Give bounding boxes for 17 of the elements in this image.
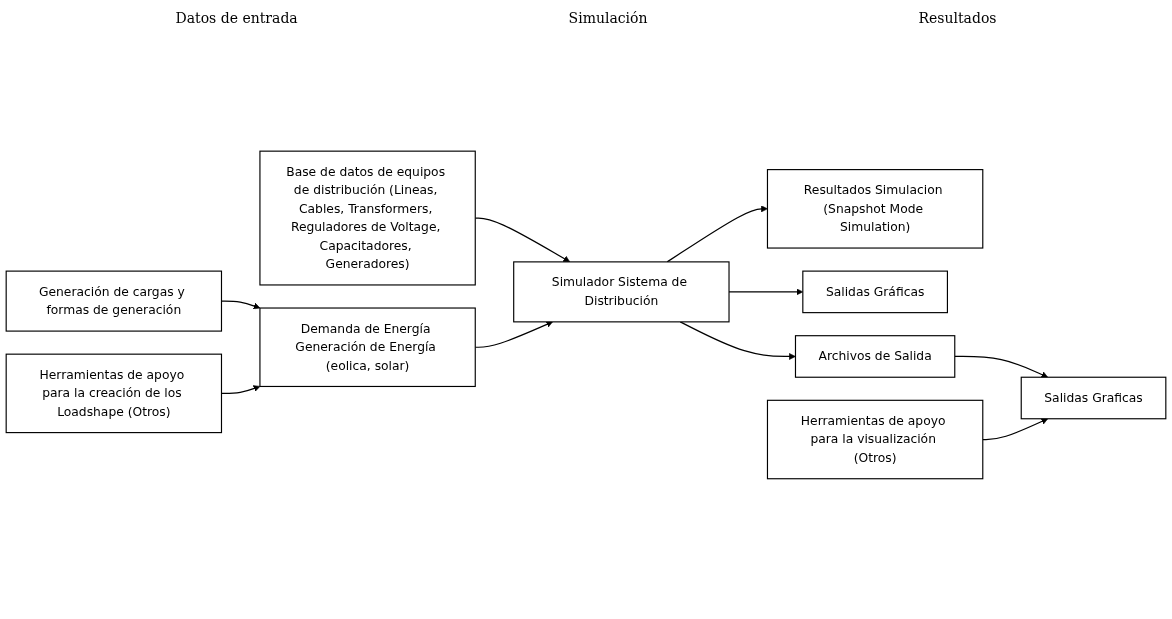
- arrow: [666, 205, 768, 263]
- node-box: Resultados Simulacion (Snapshot Mode Simulation): [766, 169, 984, 249]
- node-box: Herramientas de apoyo para la creación de los Loadshape (Otros): [5, 353, 223, 434]
- node-box: Generación de cargas y formas de generación: [5, 270, 223, 332]
- arrow: [954, 355, 1049, 378]
- node-box: Demanda de Energía Generación de Energía (eolica, solar): [259, 307, 476, 388]
- node-box: Herramientas de apoyo para la visualización (Otros): [766, 399, 984, 480]
- node-box: Base de datos de equipos de distribución (Lineas, Cables, Transformers, Reguladores de Voltage, Capacitadores, Generadores): [259, 150, 476, 286]
- node-box: Salidas Graficas: [1020, 376, 1167, 420]
- node-box: Salidas Gráficas: [802, 270, 948, 314]
- column-heading: Datos de entrada: [175, 10, 298, 26]
- column-heading: Simulación: [568, 10, 648, 26]
- node-box: Simulador Sistema de Distribución: [513, 261, 730, 323]
- arrow: [679, 321, 796, 360]
- arrow: [982, 418, 1049, 441]
- column-heading: Resultados: [918, 10, 997, 26]
- node-box: Archivos de Salida: [794, 335, 956, 378]
